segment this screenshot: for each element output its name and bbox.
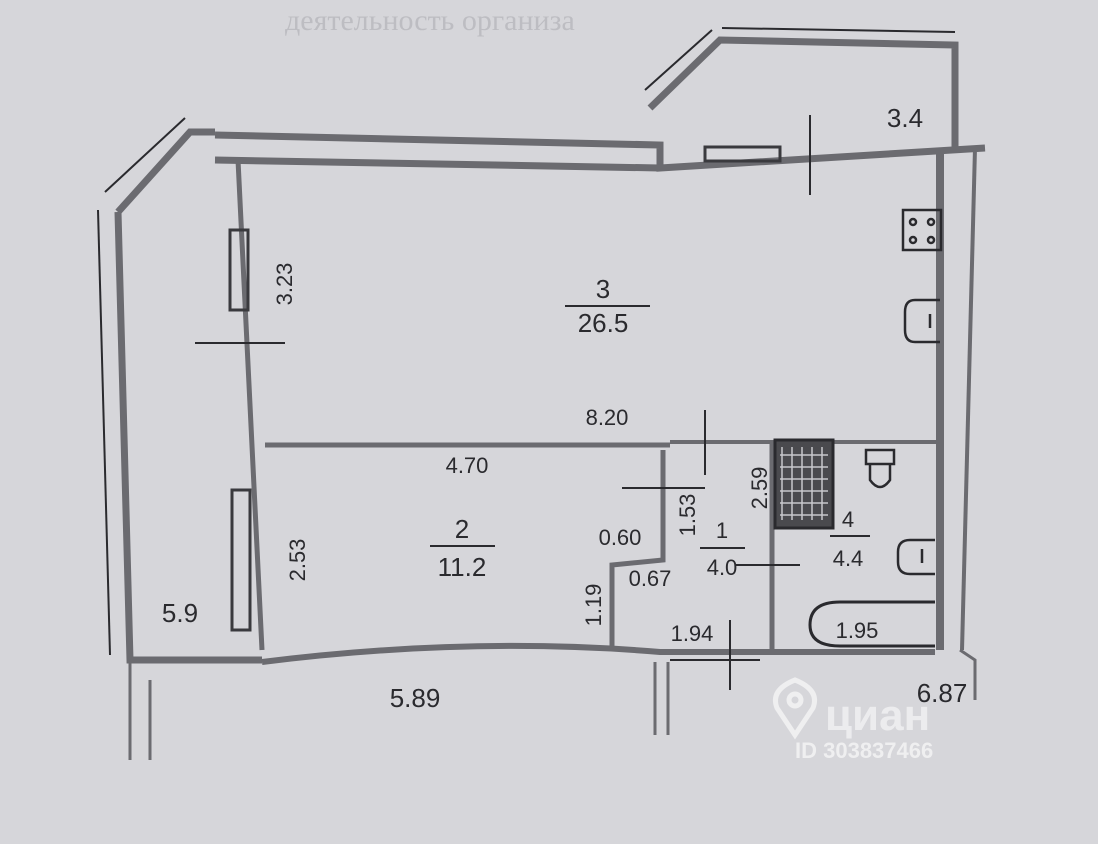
room-2-number: 2	[455, 514, 469, 544]
dim-2-59: 2.59	[747, 467, 772, 510]
window-left	[228, 228, 252, 632]
balcony-top-right-area: 3.4	[887, 103, 923, 133]
bathtub-icon	[808, 600, 935, 648]
dim-3-23: 3.23	[272, 263, 297, 306]
dim-2-53: 2.53	[285, 539, 310, 582]
dim-1-94: 1.94	[671, 621, 714, 646]
dim-4-70: 4.70	[446, 453, 489, 478]
window-top	[703, 145, 782, 163]
room-4-number: 4	[842, 507, 854, 532]
dim-8-20: 8.20	[586, 405, 629, 430]
vent-shaft	[773, 438, 835, 530]
dim-6-87: 6.87	[917, 678, 968, 708]
stove-icon	[901, 208, 943, 252]
location-pin-icon	[773, 677, 817, 740]
dim-1-95: 1.95	[836, 618, 879, 643]
dim-0-67: 0.67	[629, 566, 672, 591]
room-4-area: 4.4	[833, 546, 864, 571]
watermark-id: ID 303837466	[795, 738, 933, 763]
walls	[114, 36, 986, 760]
watermark-brand: циан	[825, 691, 930, 740]
room-3-number: 3	[596, 274, 610, 304]
room-2-area: 11.2	[438, 552, 487, 582]
sink-kitchen-icon	[903, 298, 940, 344]
dim-1-19: 1.19	[581, 584, 606, 627]
sink-bath-icon	[896, 538, 935, 576]
dimension-lines	[97, 27, 956, 690]
room-1-number: 1	[716, 518, 728, 543]
dim-5-89: 5.89	[390, 683, 441, 713]
dim-0-60: 0.60	[599, 525, 642, 550]
balcony-left-area: 5.9	[162, 598, 198, 628]
dim-1-53: 1.53	[675, 494, 700, 537]
faint-header-text: деятельность организа	[285, 4, 575, 37]
room-3-area: 26.5	[578, 308, 629, 338]
room-1-area: 4.0	[707, 555, 738, 580]
cian-watermark: циан ID 303837466	[773, 677, 933, 763]
toilet-icon	[864, 448, 896, 489]
